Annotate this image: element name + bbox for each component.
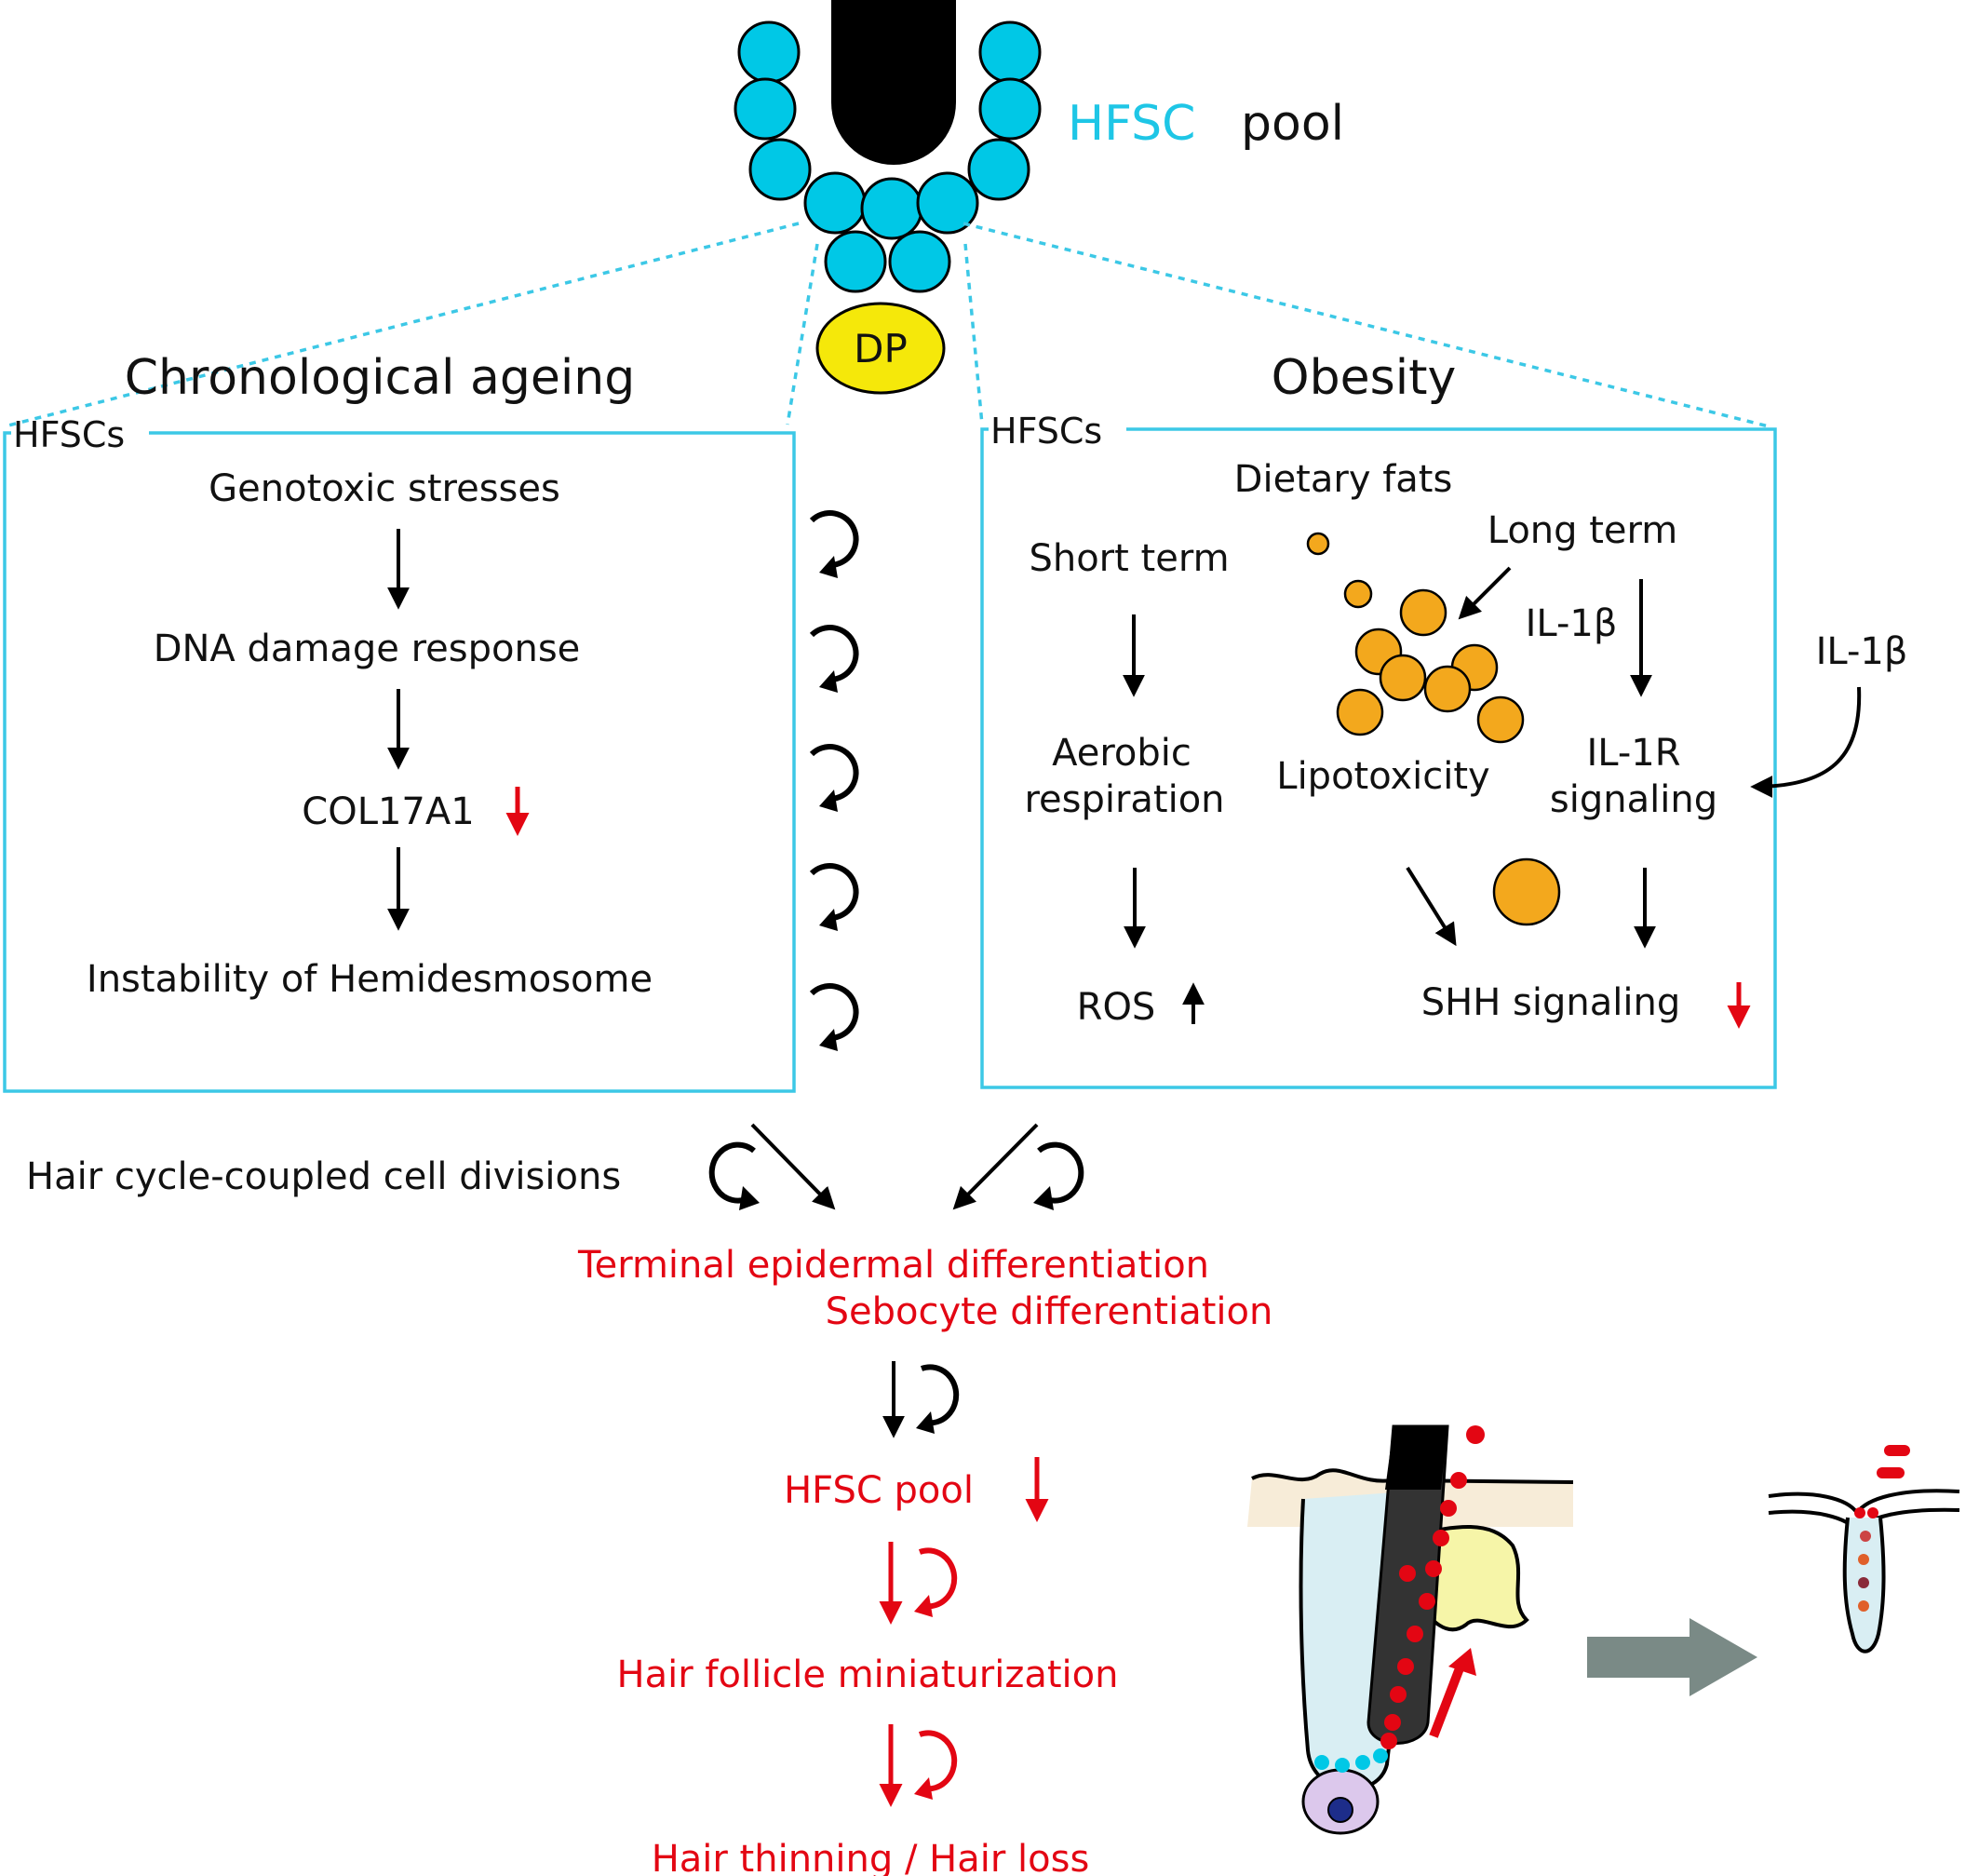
il1b-inner-label: IL-1β — [1526, 602, 1618, 645]
hfsc-cell — [824, 230, 887, 293]
hfsc-cell — [737, 20, 801, 84]
self-renewal-loop-head — [819, 909, 838, 931]
obesity-title: Obesity — [1272, 350, 1457, 406]
fat-droplet — [1399, 588, 1447, 637]
hfsc-cell — [888, 230, 951, 293]
chronological-ageing-panel: Chronological ageing HFSCs Genotoxic str… — [3, 350, 796, 1093]
ros-label: ROS — [1077, 986, 1156, 1029]
step-genotoxic-stresses: Genotoxic stresses — [209, 467, 560, 510]
projection-lines — [4, 222, 1770, 428]
fat-droplet — [1306, 532, 1330, 556]
il1b-outer-label: IL-1β — [1816, 630, 1908, 673]
self-renewal-loop — [809, 625, 859, 682]
progression-arrow — [1587, 1618, 1757, 1696]
step-dna-damage-response: DNA damage response — [154, 628, 581, 670]
hfsc-cell — [803, 171, 867, 235]
self-renewal-loop — [809, 863, 859, 921]
self-renewal-loop-head — [819, 790, 838, 812]
hfsc-cell — [978, 77, 1042, 141]
il1r-label: IL-1R — [1586, 732, 1680, 775]
il1b-outer-arrow — [1750, 686, 1862, 798]
step-col17a1: COL17A1 — [302, 790, 474, 833]
hfsc-pool-illustration: DP HFSC pool — [734, 0, 1344, 395]
dietary-fats-label: Dietary fats — [1234, 458, 1453, 501]
hfsc-cell — [734, 77, 797, 141]
fat-droplet-large — [1492, 857, 1561, 926]
miniaturization-label: Hair follicle miniaturization — [617, 1653, 1119, 1696]
dermal-papilla — [815, 302, 946, 395]
pool-label: pool — [1241, 96, 1344, 152]
hair-loss-label: Hair thinning / Hair loss — [652, 1838, 1090, 1876]
self-renewal-loop-head — [819, 556, 838, 578]
hfsc-label: HFSC — [1068, 96, 1195, 152]
shh-signaling-label: SHH signaling — [1421, 981, 1680, 1024]
step-instability-hemidesmosome: Instability of Hemidesmosome — [87, 958, 653, 1001]
chronological-ageing-title: Chronological ageing — [125, 350, 636, 406]
aerobic-label: Aerobic — [1052, 732, 1191, 775]
terminal-differentiation-label: Terminal epidermal differentiation — [577, 1244, 1209, 1287]
hfsc-cell — [978, 20, 1042, 84]
hfscs-label-left: HFSCs — [13, 414, 125, 455]
cell-divisions-label: Hair cycle-coupled cell divisions — [26, 1155, 621, 1198]
miniaturized-follicle-illustration — [1768, 1445, 1960, 1653]
fat-droplet — [1379, 654, 1427, 702]
hair-follicle-illustration — [1247, 1424, 1574, 1835]
self-renewal-loop-head — [819, 670, 838, 693]
hfscs-label-right: HFSCs — [990, 411, 1102, 452]
hfsc-cell — [916, 171, 979, 235]
respiration-label: respiration — [1024, 778, 1224, 821]
fat-droplet — [1343, 579, 1373, 609]
hfsc-cell — [860, 177, 923, 240]
bottom-cascade: Hair cycle-coupled cell divisions Termin… — [26, 1123, 1273, 1876]
self-renewal-loop — [809, 510, 859, 568]
obesity-panel: Obesity HFSCs Dietary fats Short term Lo… — [980, 350, 1777, 1089]
self-renewal-loop — [809, 983, 859, 1041]
fat-droplet — [1423, 665, 1472, 713]
dp-label: DP — [854, 326, 908, 371]
short-term-label: Short term — [1029, 537, 1229, 580]
self-renewal-loop-head — [819, 1029, 838, 1051]
hfsc-cell — [967, 138, 1030, 201]
lipotoxicity-label: Lipotoxicity — [1276, 755, 1489, 798]
signaling-label: signaling — [1550, 778, 1717, 821]
hfsc-pool-label: HFSC pool — [784, 1469, 974, 1512]
hfsc-cell — [748, 138, 812, 201]
sebocyte-differentiation-label: Sebocyte differentiation — [826, 1290, 1273, 1333]
fat-droplet — [1476, 695, 1525, 744]
self-renewal-loops — [809, 510, 859, 1051]
long-term-label: Long term — [1488, 509, 1678, 552]
self-renewal-loop — [809, 744, 859, 802]
fat-droplet — [1336, 688, 1384, 736]
hair-shaft — [831, 0, 956, 165]
